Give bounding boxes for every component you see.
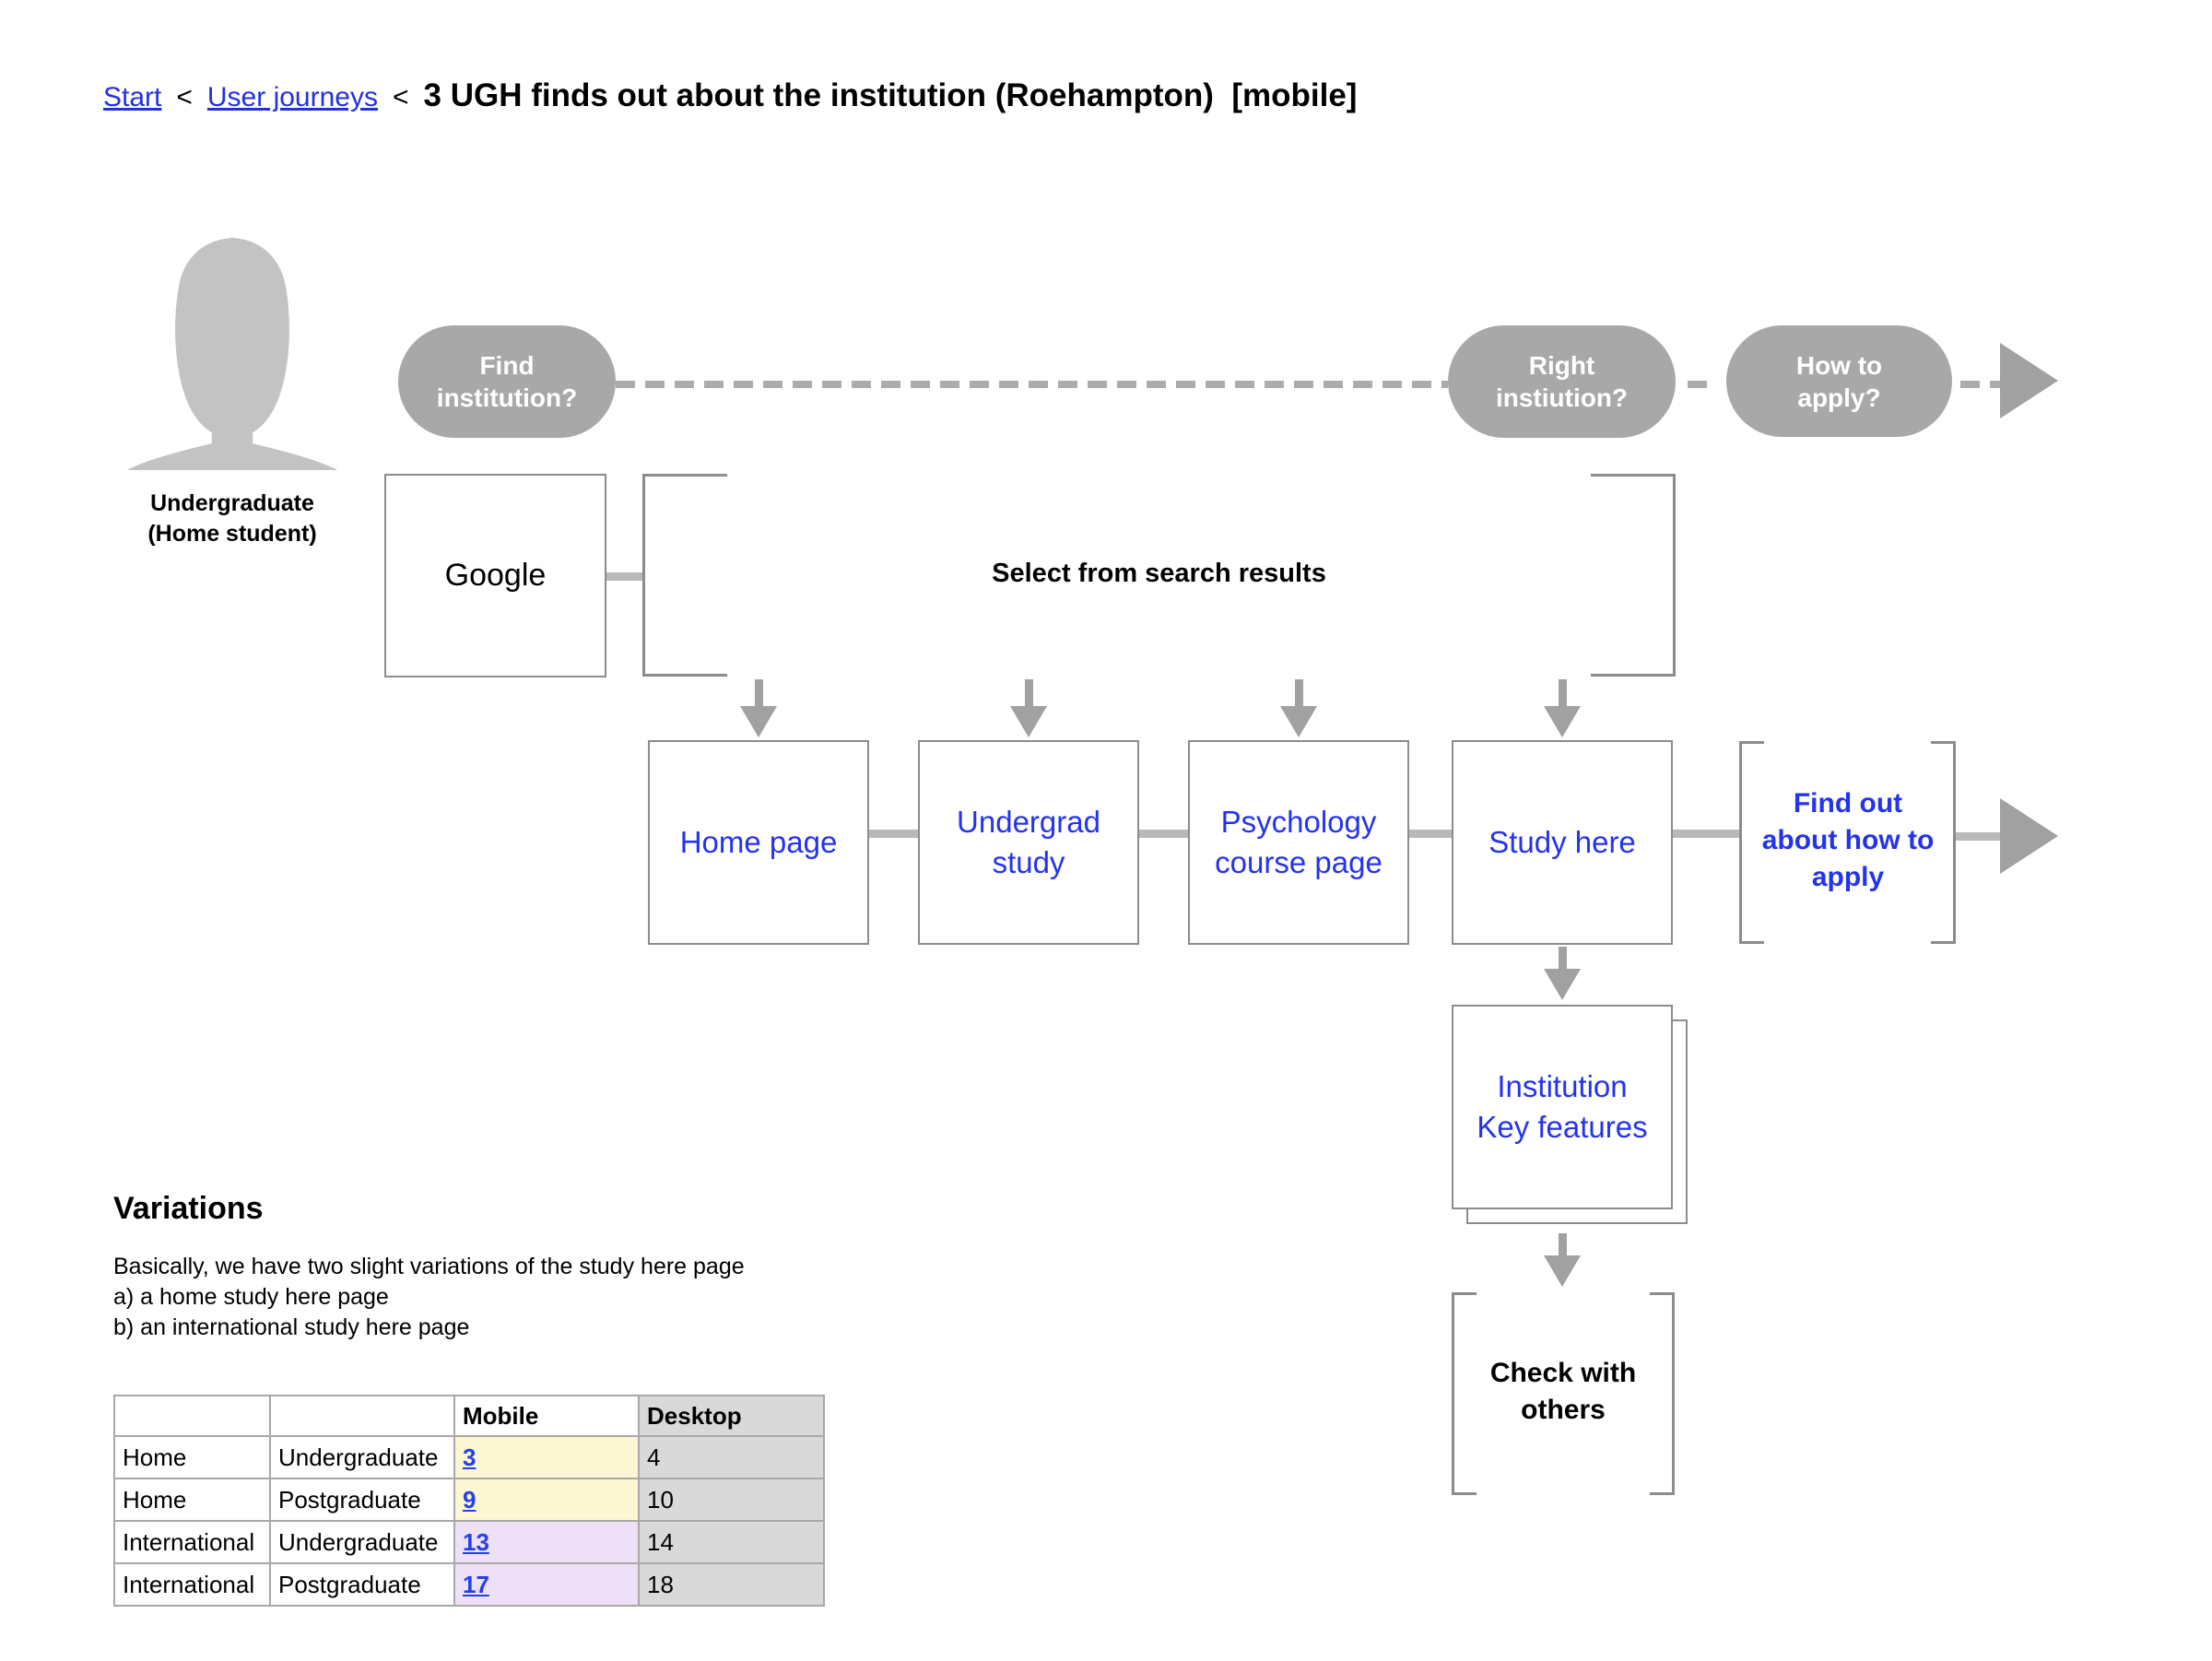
mobile-variant-link[interactable]: 3 bbox=[463, 1443, 477, 1471]
arrow-down-icon bbox=[1544, 1233, 1581, 1287]
connector bbox=[1673, 830, 1739, 838]
arrow-stem bbox=[1558, 679, 1567, 706]
arrow-head bbox=[1280, 706, 1317, 737]
find-out-about-how-to-apply-label: Find out about how to apply bbox=[1761, 788, 1935, 892]
select-from-search-results-note: Select from search results bbox=[992, 559, 1326, 588]
arrow-head bbox=[740, 706, 777, 737]
mobile-variant-link[interactable]: 13 bbox=[463, 1527, 489, 1556]
node-home-page: Home page bbox=[648, 740, 869, 945]
find-out-bracket bbox=[1739, 941, 1764, 944]
connector bbox=[1956, 832, 2000, 841]
journey-stage-how-to-apply: How to apply? bbox=[1726, 325, 1952, 437]
find-out-bracket bbox=[1931, 941, 1956, 944]
connector bbox=[869, 830, 918, 838]
check-with-others-bracket bbox=[1650, 1492, 1675, 1495]
arrow-stem bbox=[754, 679, 763, 706]
table-header-desktop: Desktop bbox=[638, 1395, 825, 1437]
journey-dashed-line bbox=[616, 381, 1448, 388]
check-with-others-bracket bbox=[1452, 1292, 1477, 1295]
search-results-bracket-right bbox=[1673, 474, 1676, 677]
arrow-stem bbox=[1294, 679, 1303, 706]
table-row: Home Undergraduate 3 4 bbox=[113, 1435, 825, 1479]
table-header-cell bbox=[269, 1395, 455, 1437]
journey-stage-find-institution: Find institution? bbox=[398, 325, 616, 438]
arrow-down-icon bbox=[740, 679, 777, 737]
find-out-bracket bbox=[1739, 741, 1742, 944]
check-with-others-bracket bbox=[1650, 1292, 1675, 1295]
arrow-stem bbox=[1558, 947, 1567, 969]
search-results-bracket-left bbox=[642, 474, 645, 677]
connector bbox=[1409, 830, 1452, 838]
journey-stage-right-institution: Right instiution? bbox=[1448, 325, 1676, 438]
node-google: Google bbox=[384, 474, 606, 677]
arrow-down-icon bbox=[1280, 679, 1317, 737]
search-results-bracket-left bbox=[642, 674, 727, 677]
mobile-variant-link[interactable]: 9 bbox=[463, 1485, 477, 1514]
arrow-stem bbox=[1024, 679, 1033, 706]
connector bbox=[1139, 830, 1188, 838]
arrow-head bbox=[1010, 706, 1047, 737]
desktop-cell: 10 bbox=[638, 1478, 825, 1522]
variations-body: Basically, we have two slight variations… bbox=[113, 1254, 745, 1340]
table-row: International Postgraduate 17 18 bbox=[113, 1562, 825, 1607]
table-header-mobile: Mobile bbox=[453, 1395, 640, 1437]
variations-heading: Variations bbox=[113, 1191, 264, 1226]
search-results-bracket-left bbox=[642, 474, 727, 477]
variations-table: Mobile Desktop Home Undergraduate 3 4 Ho… bbox=[113, 1395, 825, 1607]
arrow-head bbox=[1544, 1255, 1581, 1287]
arrow-stem bbox=[1558, 1233, 1567, 1255]
breadcrumb: Start < User journeys < 3 UGH finds out … bbox=[103, 77, 1357, 114]
level-cell: Postgraduate bbox=[269, 1562, 455, 1607]
arrow-down-icon bbox=[1010, 679, 1047, 737]
mobile-cell: 13 bbox=[453, 1520, 640, 1564]
search-results-bracket-right bbox=[1591, 474, 1676, 477]
connector bbox=[606, 572, 642, 581]
mobile-variant-link[interactable]: 17 bbox=[463, 1570, 489, 1598]
arrow-head bbox=[1544, 706, 1581, 737]
breadcrumb-link-start[interactable]: Start bbox=[103, 82, 162, 112]
node-institution-key-features: Institution Key features bbox=[1452, 1005, 1673, 1209]
desktop-cell: 4 bbox=[638, 1435, 825, 1479]
mobile-cell: 3 bbox=[453, 1435, 640, 1479]
breadcrumb-separator: < bbox=[176, 82, 193, 112]
breadcrumb-link-user-journeys[interactable]: User journeys bbox=[206, 82, 378, 112]
table-row: International Undergraduate 13 14 bbox=[113, 1520, 825, 1564]
table-header-cell bbox=[113, 1395, 271, 1437]
find-out-bracket bbox=[1739, 741, 1764, 744]
find-out-bracket bbox=[1931, 741, 1956, 744]
level-cell: Undergraduate bbox=[269, 1435, 455, 1479]
table-row: Home Postgraduate 9 10 bbox=[113, 1478, 825, 1522]
node-study-here: Study here bbox=[1452, 740, 1673, 945]
mobile-cell: 17 bbox=[453, 1562, 640, 1607]
arrow-down-icon bbox=[1544, 947, 1581, 1000]
audience-cell: International bbox=[113, 1562, 271, 1607]
arrow-down-icon bbox=[1544, 679, 1581, 737]
breadcrumb-separator: < bbox=[392, 82, 409, 112]
page-title: 3 UGH finds out about the institution (R… bbox=[423, 77, 1358, 113]
audience-cell: Home bbox=[113, 1478, 271, 1522]
check-with-others-bracket bbox=[1452, 1292, 1454, 1495]
journey-dashed-line bbox=[1960, 381, 2001, 388]
mobile-cell: 9 bbox=[453, 1478, 640, 1522]
level-cell: Undergraduate bbox=[269, 1520, 455, 1564]
check-with-others-label: Check with others bbox=[1489, 1358, 1637, 1425]
check-with-others-bracket bbox=[1452, 1492, 1477, 1495]
persona-label: Undergraduate (Home student) bbox=[147, 490, 317, 547]
search-results-bracket-right bbox=[1591, 674, 1676, 677]
journey-dashed-line bbox=[1688, 381, 1715, 388]
table-header-row: Mobile Desktop bbox=[113, 1395, 825, 1437]
audience-cell: International bbox=[113, 1520, 271, 1564]
desktop-cell: 18 bbox=[638, 1562, 825, 1607]
arrow-head bbox=[1544, 969, 1581, 1000]
desktop-cell: 14 bbox=[638, 1520, 825, 1564]
arrow-right-icon bbox=[2000, 343, 2058, 418]
node-undergrad-study: Undergrad study bbox=[918, 740, 1139, 945]
level-cell: Postgraduate bbox=[269, 1478, 455, 1522]
node-psychology-course-page: Psychology course page bbox=[1188, 740, 1409, 945]
person-silhouette-icon bbox=[127, 237, 337, 470]
arrow-right-icon bbox=[2000, 798, 2058, 874]
check-with-others-bracket bbox=[1672, 1292, 1675, 1495]
find-out-bracket bbox=[1953, 741, 1956, 944]
audience-cell: Home bbox=[113, 1435, 271, 1479]
